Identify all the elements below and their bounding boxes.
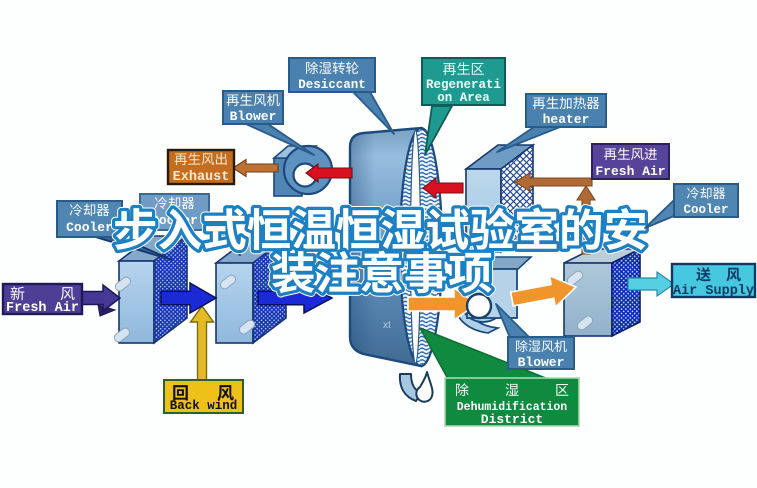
svg-text:Blower: Blower (230, 109, 277, 124)
svg-text:Back wind: Back wind (170, 399, 238, 413)
svg-text:Regenerati: Regenerati (426, 78, 501, 92)
svg-text:Cooler: Cooler (683, 203, 728, 217)
svg-text:Cooler: Cooler (66, 220, 113, 235)
svg-text:Desiccant: Desiccant (298, 78, 366, 92)
svg-text:Exhaust: Exhaust (173, 170, 230, 185)
svg-text:Fresh Air: Fresh Air (595, 164, 665, 179)
svg-text:heater: heater (543, 112, 590, 127)
svg-text:Air Supply: Air Supply (673, 284, 754, 299)
svg-text:Blower: Blower (518, 355, 565, 370)
svg-text:xt: xt (383, 320, 391, 331)
svg-text:Fresh Air: Fresh Air (6, 301, 79, 316)
svg-text:on Area: on Area (437, 91, 490, 105)
svg-text:District: District (481, 412, 543, 427)
svg-text:Dehumidification: Dehumidification (457, 401, 568, 414)
